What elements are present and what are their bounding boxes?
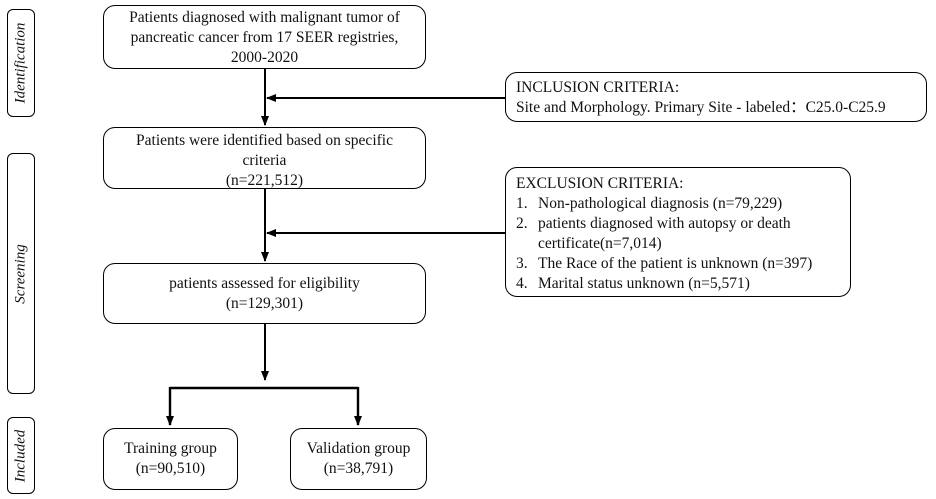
exclusion-item-number: 1. [516, 195, 528, 212]
phase-screening: Screening [7, 153, 35, 394]
exclusion-item: 3. The Race of the patient is unknown (n… [516, 254, 850, 274]
box-line: criteria [242, 152, 287, 169]
exclusion-criteria-box: EXCLUSION CRITERIA: 1. Non-pathological … [505, 167, 851, 297]
box-line: (n=221,512) [225, 172, 304, 189]
box-line: pancreatic cancer from 17 SEER registrie… [130, 29, 399, 46]
exclusion-item: 1. Non-pathological diagnosis (n=79,229) [516, 194, 850, 214]
exclusion-item-text: The Race of the patient is unknown (n=39… [538, 255, 813, 272]
exclusion-item-text: patients diagnosed with autopsy or death [538, 215, 791, 232]
phase-label: Screening [12, 243, 29, 304]
inclusion-title: INCLUSION CRITERIA: [516, 79, 680, 96]
box-line: Training group [124, 440, 217, 457]
exclusion-item-text: Non-pathological diagnosis (n=79,229) [538, 195, 783, 212]
box-line: 2000-2020 [230, 49, 299, 66]
exclusion-item-number: 2. [516, 215, 528, 232]
box-line: Patients were identified based on specif… [136, 132, 393, 149]
exclusion-item: 4. Marital status unknown (n=5,571) [516, 274, 850, 294]
inclusion-criteria-box: INCLUSION CRITERIA: Site and Morphology.… [505, 72, 927, 122]
box-line: patients assessed for eligibility [169, 275, 360, 292]
phase-label: Included [12, 429, 29, 482]
box-line: Patients diagnosed with malignant tumor … [129, 9, 400, 26]
exclusion-item-number: 3. [516, 255, 528, 272]
exclusion-title: EXCLUSION CRITERIA: [516, 175, 684, 192]
box-identified: Patients were identified based on specif… [103, 127, 426, 189]
box-validation: Validation group (n=38,791) [290, 428, 427, 490]
box-training: Training group (n=90,510) [103, 428, 238, 490]
exclusion-item: 2. patients diagnosed with autopsy or de… [516, 214, 850, 254]
exclusion-list: 1. Non-pathological diagnosis (n=79,229)… [516, 194, 850, 294]
box-line: (n=129,301) [225, 295, 304, 312]
box-eligible: patients assessed for eligibility (n=129… [103, 263, 426, 324]
box-line: (n=38,791) [323, 460, 394, 477]
inclusion-text: Site and Morphology. Primary Site - labe… [516, 99, 886, 116]
exclusion-item-number: 4. [516, 275, 528, 292]
exclusion-item-text: Marital status unknown (n=5,571) [538, 275, 750, 292]
box-line: (n=90,510) [135, 460, 206, 477]
exclusion-item-text: certificate(n=7,014) [538, 235, 662, 252]
phase-included: Included [7, 417, 35, 494]
phase-label: Identification [12, 22, 29, 104]
box-diagnosed: Patients diagnosed with malignant tumor … [103, 5, 426, 69]
box-line: Validation group [306, 440, 411, 457]
phase-identification: Identification [7, 9, 35, 117]
